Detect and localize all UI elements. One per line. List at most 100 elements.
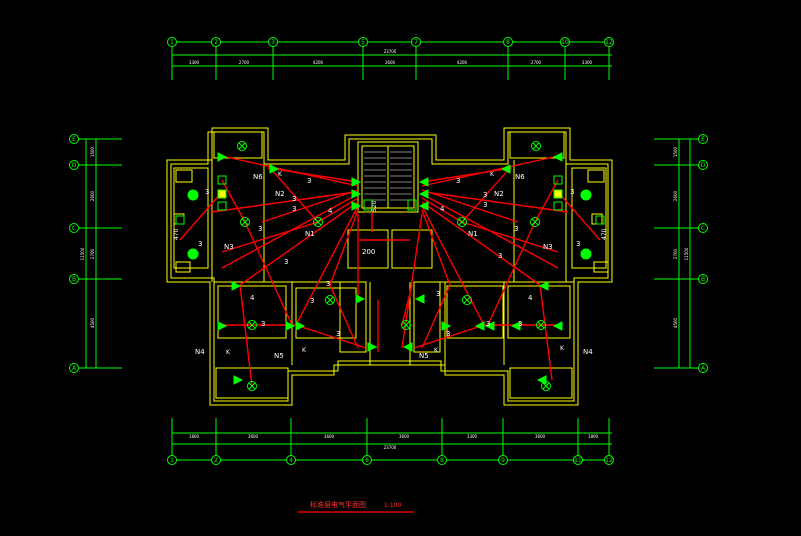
wire-count: 3 <box>446 330 450 338</box>
ceiling-light-icon <box>187 189 199 201</box>
room <box>295 287 357 339</box>
bottom-dimension-text: 1800 3600 3600 3600 3300 3600 1800 23700 <box>189 434 599 450</box>
circuit-label: N6 <box>253 173 263 181</box>
axis-bubble <box>167 37 177 47</box>
title-text: 标准层电气平面图 <box>310 500 366 509</box>
wire <box>421 167 513 183</box>
switch-icon <box>414 294 425 304</box>
axis-bubble <box>69 160 79 170</box>
ceiling-light-icon <box>580 189 592 201</box>
axis-bubble <box>698 274 708 284</box>
wire-count: 3 <box>284 258 288 266</box>
switch-icon <box>217 152 228 162</box>
title-scale: 1:100 <box>384 502 401 509</box>
wire-count: K <box>560 345 565 352</box>
axis-label: 8 <box>506 39 510 46</box>
outlet-icon <box>553 201 563 211</box>
circuit-label: N1 <box>468 230 478 238</box>
axis-label: C <box>701 225 705 232</box>
wire <box>269 167 319 223</box>
lamp-icon <box>531 141 541 151</box>
switch-icon <box>500 164 511 174</box>
wire <box>239 284 253 387</box>
circuit-label: N5 <box>419 352 429 360</box>
lamp-icon <box>530 217 540 227</box>
dim-text: 2700 <box>673 248 678 259</box>
wire-count: 4 <box>328 207 333 215</box>
wire <box>295 205 359 326</box>
axis-bubble <box>604 37 614 47</box>
right-axis-bubbles <box>698 134 708 373</box>
wire <box>261 189 359 223</box>
switch-icon <box>269 164 280 174</box>
dim-text: 3300 <box>582 60 593 65</box>
circuit-label: N3 <box>543 243 553 251</box>
dim-text: 2700 <box>239 60 250 65</box>
axis-label: 7 <box>414 39 418 46</box>
axis-label: D <box>701 162 706 169</box>
balcony <box>509 367 573 399</box>
room <box>446 285 504 339</box>
balcony <box>509 131 565 159</box>
wire <box>461 221 559 253</box>
lamp-icon <box>237 141 247 151</box>
distribution-box-icon <box>363 199 373 211</box>
dim-text: 4200 <box>457 60 468 65</box>
axis-bubble <box>211 37 221 47</box>
ceiling-light-icon <box>187 248 199 260</box>
room <box>507 285 571 339</box>
axis-label: 9 <box>501 457 505 464</box>
wire <box>413 324 485 349</box>
axis-bubble <box>167 455 177 465</box>
switch-icon <box>441 321 452 331</box>
circuit-labels: N1 N1 N2 N2 N3 N3 N4 N4 N5 N5 N6 N6 <box>195 173 593 360</box>
switch-icon <box>351 177 362 187</box>
axis-label: 8 <box>440 457 444 464</box>
dim-text: 11500 <box>684 247 689 260</box>
wire <box>421 155 559 187</box>
wire <box>221 221 319 253</box>
stair-treads <box>364 151 412 201</box>
wire <box>557 191 601 241</box>
bathtub <box>587 169 605 183</box>
wire <box>421 209 451 286</box>
right-dimension-text: 1500 2600 2700 4500 11500 <box>673 146 689 328</box>
wire <box>295 324 367 349</box>
wire-count: 3 <box>483 191 487 199</box>
dim-text: 1500 <box>673 146 678 157</box>
wire <box>401 284 413 326</box>
wire <box>421 205 485 326</box>
lamp-icon <box>313 217 323 227</box>
wire <box>329 284 359 349</box>
switch-icon <box>552 321 563 331</box>
axis-bubble <box>560 37 570 47</box>
dim-text: 3600 <box>248 434 259 439</box>
wire-count: 3 <box>198 240 202 248</box>
axis-bubble <box>498 455 508 465</box>
bottom-axis-labels: 1 2 4 6 8 9 11 12 <box>170 457 613 464</box>
inner-wall <box>170 131 609 402</box>
dim-text: 3600 <box>385 60 396 65</box>
outer-wall <box>166 127 613 406</box>
lobby <box>391 229 433 269</box>
wire-count-labels: 3 3 3 4 3 3 3 3 3 4 3 3 3 3 3 3 4 3 3 3 … <box>198 171 580 356</box>
switch-icon <box>295 321 306 331</box>
walls <box>166 127 613 406</box>
wire <box>244 221 293 326</box>
outlet-icon <box>217 201 227 211</box>
outlet-icon <box>217 189 227 199</box>
lamp-icon <box>462 295 472 305</box>
lamp-icon <box>536 320 546 330</box>
switch-icon <box>418 201 429 211</box>
left-axis-bubbles <box>69 134 79 373</box>
wire-count: 3 <box>576 240 580 248</box>
axis-bubble <box>362 455 372 465</box>
wire <box>317 197 359 223</box>
left-axis-group <box>74 138 122 369</box>
switch-icon <box>474 321 485 331</box>
circuit-label: N2 <box>275 190 285 198</box>
lamp-icon <box>457 217 467 227</box>
dim-text: 2600 <box>90 190 95 201</box>
wire <box>211 191 356 213</box>
